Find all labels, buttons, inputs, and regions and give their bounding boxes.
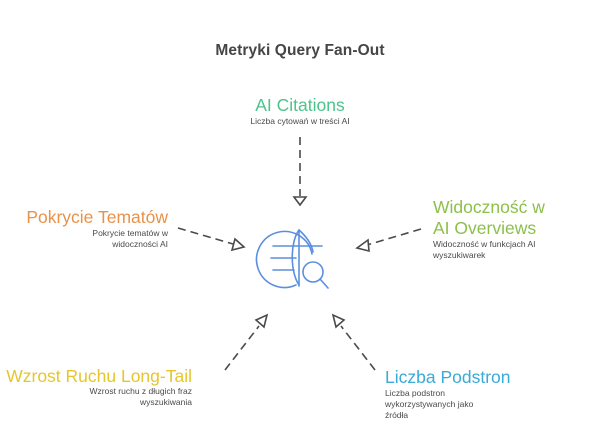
arrow-long-tail: [224, 313, 269, 371]
arrow-topic-coverage: [177, 227, 246, 252]
diagram-title: Metryki Query Fan-Out: [215, 42, 385, 59]
node-ai-citations-desc: Liczba cytowań w treści AI: [250, 116, 350, 126]
node-subpages-desc-2: wykorzystywanych jako: [385, 399, 474, 409]
node-subpages-desc-3: źródła: [385, 410, 409, 420]
node-subpages-desc-1: Liczba podstron: [385, 388, 446, 398]
node-ai-overviews-title-1: Widoczność w: [433, 197, 545, 217]
arrow-ai-overviews: [355, 228, 422, 253]
globe-search-icon: [255, 229, 329, 289]
node-topic-coverage-desc-2: widoczności AI: [112, 239, 168, 249]
node-long-tail-desc-2: wyszukiwania: [140, 397, 192, 407]
node-topic-coverage-desc-1: Pokrycie tematów w: [92, 228, 168, 238]
arrow-subpages: [331, 313, 376, 371]
node-subpages-title: Liczba Podstron: [385, 367, 511, 387]
node-long-tail-title: Wzrost Ruchu Long-Tail: [6, 366, 192, 386]
arrow-ai-citations: [292, 137, 308, 207]
node-ai-overviews-desc-2: wyszukiwarek: [433, 250, 486, 260]
node-ai-overviews-title-2: AI Overviews: [433, 218, 537, 238]
node-long-tail-desc-1: Wzrost ruchu z długich fraz: [89, 386, 192, 396]
node-ai-overviews-desc-1: Widoczność w funkcjach AI: [433, 239, 536, 249]
node-ai-citations-title: AI Citations: [255, 95, 345, 115]
node-topic-coverage-title: Pokrycie Tematów: [26, 207, 168, 227]
